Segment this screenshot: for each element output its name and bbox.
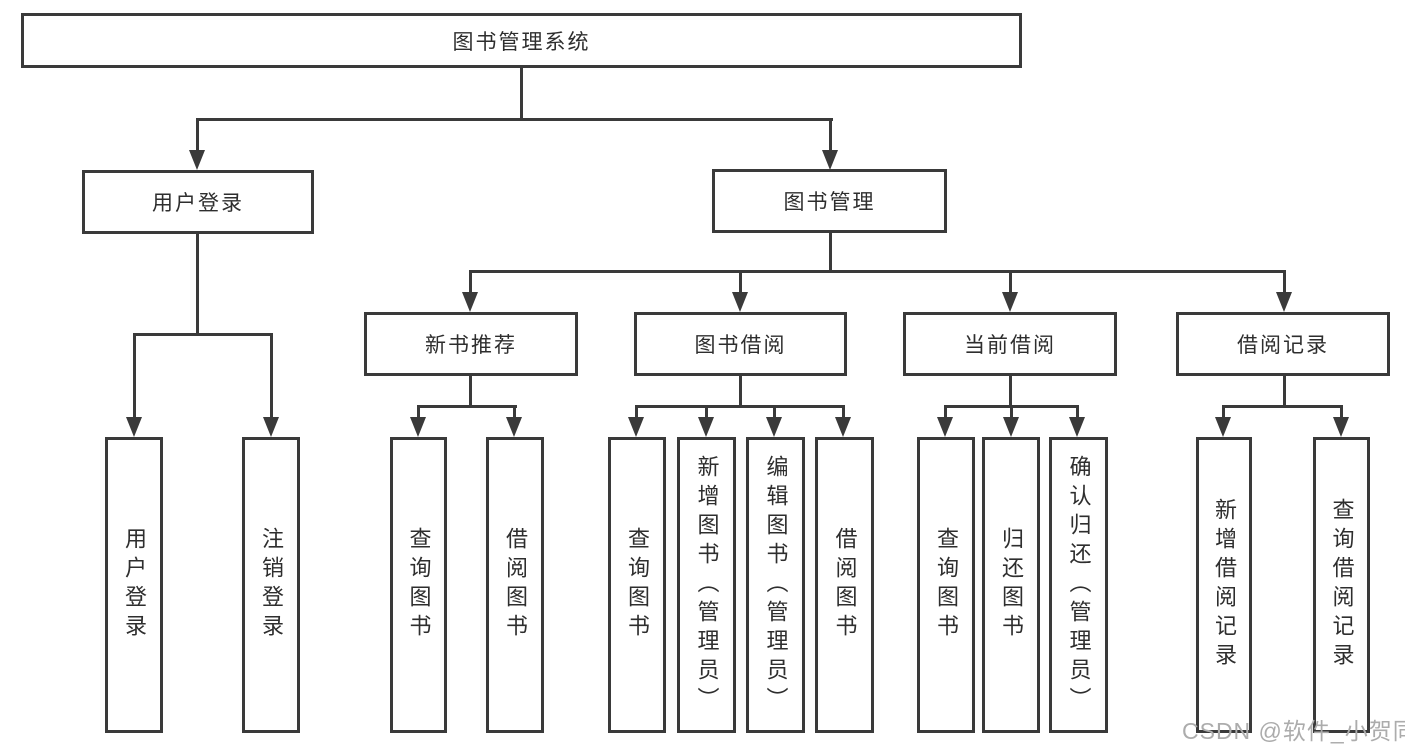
arrow-down-icon [732, 292, 748, 312]
leaf-borrow-books: 借阅图书 [815, 437, 874, 733]
node-user-login: 用户登录 [82, 170, 314, 234]
node-label: 图书管理 [783, 191, 876, 214]
node-book-borrowing: 图书借阅 [634, 312, 847, 376]
arrow-down-icon [506, 417, 522, 437]
connector-line [1340, 405, 1343, 419]
connector-line [1076, 405, 1079, 419]
connector-line [417, 405, 420, 419]
connector-line [944, 405, 947, 419]
node-label: 借阅图书 [503, 527, 528, 643]
node-current-borrowing: 当前借阅 [903, 312, 1117, 376]
connector-line [636, 405, 845, 408]
node-label: 用户登录 [152, 192, 244, 215]
node-borrowing-records: 借阅记录 [1176, 312, 1390, 376]
connector-line [739, 270, 742, 293]
arrow-down-icon [1003, 417, 1019, 437]
arrow-down-icon [462, 292, 478, 312]
arrow-down-icon [822, 150, 838, 170]
connector-line [773, 405, 776, 419]
node-label: 借阅记录 [1237, 334, 1329, 357]
connector-line [1283, 270, 1286, 293]
arrow-down-icon [126, 417, 142, 437]
connector-line [1010, 405, 1013, 419]
connector-line [842, 405, 845, 419]
leaf-add-books-admin: 新增图书（管理员） [677, 437, 736, 733]
connector-line [133, 333, 273, 336]
connector-line [739, 376, 742, 407]
node-library-management-system: 图书管理系统 [21, 13, 1022, 68]
leaf-query-borrow-record: 查询借阅记录 [1313, 437, 1370, 733]
node-label: 新增图书（管理员） [694, 454, 720, 716]
connector-line [196, 118, 199, 152]
leaf-return-books: 归还图书 [982, 437, 1040, 733]
leaf-confirm-return-admin: 确认归还（管理员） [1049, 437, 1108, 733]
node-label: 查询图书 [625, 527, 650, 643]
arrow-down-icon [628, 417, 644, 437]
arrow-down-icon [410, 417, 426, 437]
connector-line [1283, 376, 1286, 407]
arrow-down-icon [1002, 292, 1018, 312]
connector-line [196, 234, 199, 335]
connector-line [513, 405, 516, 419]
leaf-add-borrow-record: 新增借阅记录 [1196, 437, 1252, 733]
csdn-watermark: CSDN @软件_小贺同学 [1182, 718, 1405, 744]
node-label: 确认归还（管理员） [1066, 454, 1092, 716]
connector-line [1009, 270, 1012, 293]
node-label: 查询图书 [934, 527, 959, 643]
connector-line [469, 376, 472, 407]
arrow-down-icon [698, 417, 714, 437]
connector-line [1223, 405, 1342, 408]
connector-line [417, 405, 517, 408]
connector-line [829, 233, 832, 272]
connector-line [1222, 405, 1225, 419]
leaf-borrow-books-recommend: 借阅图书 [486, 437, 544, 733]
leaf-query-books-current: 查询图书 [917, 437, 975, 733]
leaf-query-books-recommend: 查询图书 [390, 437, 447, 733]
node-label: 借阅图书 [832, 527, 858, 643]
node-new-book-recommendation: 新书推荐 [364, 312, 578, 376]
node-label: 编辑图书（管理员） [763, 454, 789, 716]
node-label: 用户登录 [122, 527, 147, 643]
node-label: 新书推荐 [425, 334, 517, 357]
arrow-down-icon [937, 417, 953, 437]
connector-line [469, 270, 1286, 273]
leaf-query-books-borrow: 查询图书 [608, 437, 666, 733]
node-label: 归还图书 [999, 527, 1024, 643]
leaf-user-login: 用户登录 [105, 437, 163, 733]
connector-line [705, 405, 708, 419]
node-label: 图书借阅 [694, 334, 787, 357]
connector-line [520, 68, 523, 121]
connector-line [196, 118, 833, 121]
node-label: 查询借阅记录 [1329, 498, 1355, 672]
arrow-down-icon [1069, 417, 1085, 437]
arrow-down-icon [766, 417, 782, 437]
arrow-down-icon [189, 150, 205, 170]
node-book-management: 图书管理 [712, 169, 947, 233]
connector-line [270, 333, 273, 419]
node-label: 查询图书 [406, 527, 432, 643]
connector-line [133, 333, 136, 419]
connector-line [829, 118, 832, 152]
leaf-edit-books-admin: 编辑图书（管理员） [746, 437, 805, 733]
node-label: 当前借阅 [964, 334, 1056, 357]
node-label: 图书管理系统 [452, 30, 591, 54]
arrow-down-icon [1276, 292, 1292, 312]
node-label: 注销登录 [259, 527, 284, 643]
node-label: 新增借阅记录 [1212, 498, 1237, 672]
arrow-down-icon [263, 417, 279, 437]
connector-line [469, 270, 472, 293]
leaf-logout: 注销登录 [242, 437, 300, 733]
arrow-down-icon [835, 417, 851, 437]
arrow-down-icon [1333, 417, 1349, 437]
arrow-down-icon [1215, 417, 1231, 437]
connector-line [1009, 376, 1012, 407]
connector-line [635, 405, 638, 419]
